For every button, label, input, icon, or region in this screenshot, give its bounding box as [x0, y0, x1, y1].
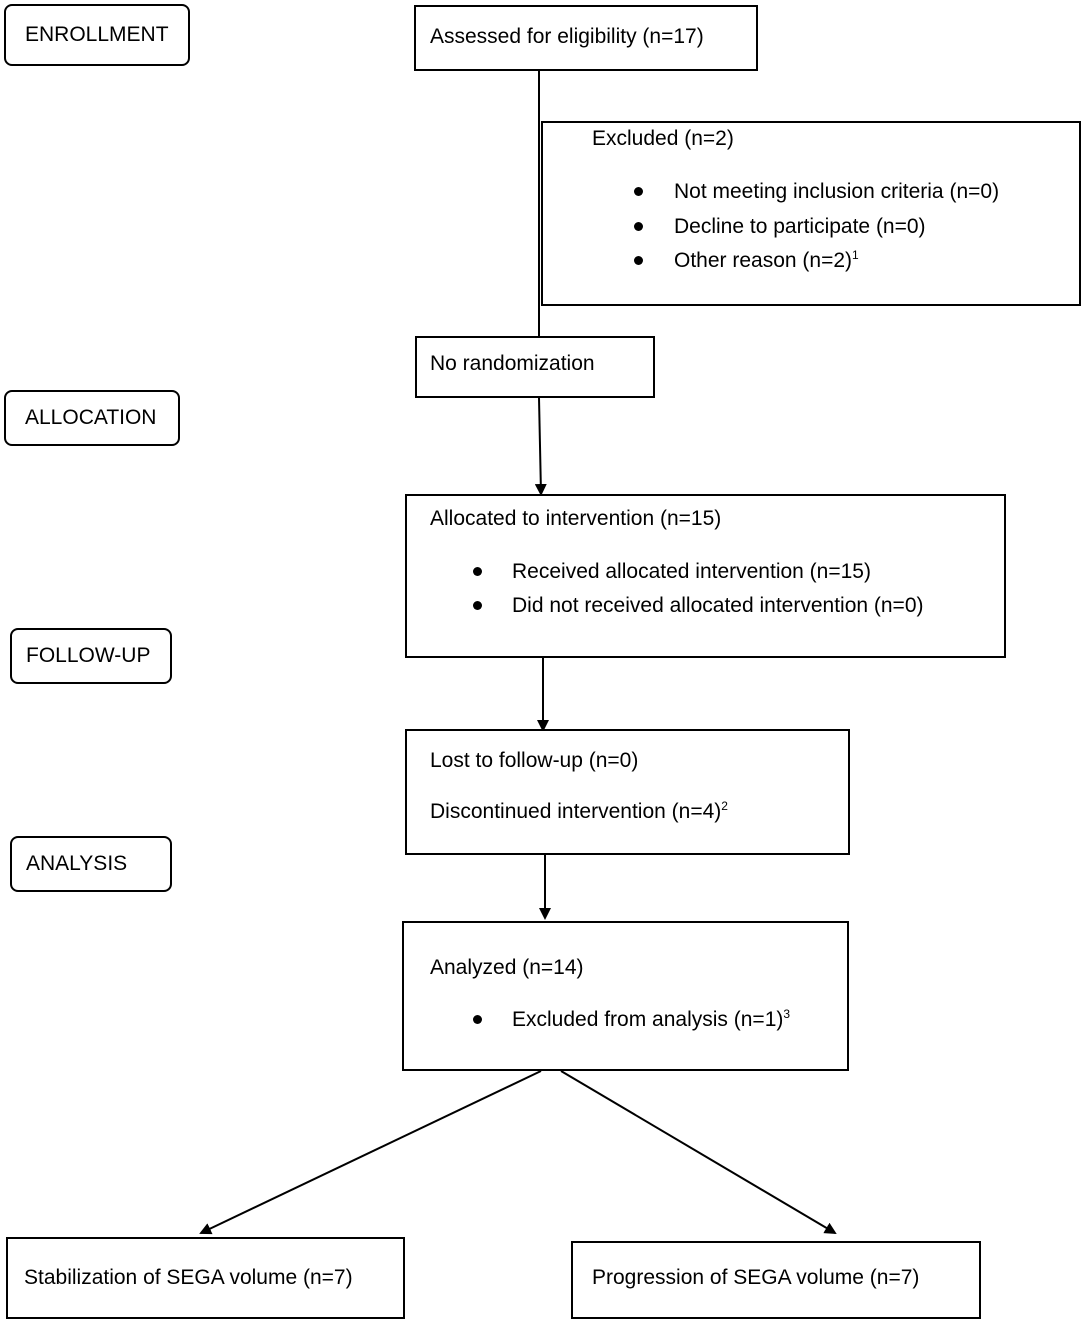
bullet-icon: [634, 256, 643, 265]
stage-allocation: ALLOCATION: [4, 390, 180, 446]
followup-discontinued: Discontinued intervention (n=4)2: [430, 799, 728, 823]
progression-label: Progression of SEGA volume (n=7): [592, 1266, 920, 1289]
followup-discontinued-label: Discontinued intervention (n=4): [430, 800, 722, 823]
analyzed-excluded-label: Excluded from analysis (n=1): [512, 1008, 784, 1031]
assessed-label: Assessed for eligibility (n=17): [430, 25, 704, 48]
analyzed-box: [402, 921, 849, 1071]
arrow-randomization-to-allocated: [534, 397, 547, 496]
allocated-title: Allocated to intervention (n=15): [430, 507, 722, 530]
bullet-icon: [473, 567, 482, 576]
analyzed-excluded: Excluded from analysis (n=1)3: [512, 1007, 791, 1031]
stage-enrollment: ENROLLMENT: [4, 4, 190, 66]
excluded-box: [541, 121, 1081, 306]
allocated-item-not-received: Did not received allocated intervention …: [512, 594, 924, 617]
footnote-marker: 1: [852, 248, 859, 262]
stage-follow-up-label: FOLLOW-UP: [26, 644, 151, 667]
footnote-marker: 2: [721, 799, 728, 813]
assessed-box: [414, 5, 758, 71]
stage-allocation-label: ALLOCATION: [25, 406, 157, 429]
stage-follow-up: FOLLOW-UP: [10, 628, 172, 684]
bullet-icon: [634, 222, 643, 231]
excluded-item-other-label: Other reason (n=2): [674, 249, 853, 272]
bullet-icon: [634, 187, 643, 196]
bullet-icon: [473, 1015, 482, 1024]
followup-box: [405, 729, 850, 855]
stage-analysis: ANALYSIS: [10, 836, 172, 892]
analyzed-title: Analyzed (n=14): [430, 956, 584, 979]
excluded-item-inclusion: Not meeting inclusion criteria (n=0): [674, 180, 1000, 203]
excluded-title: Excluded (n=2): [592, 127, 734, 150]
stage-analysis-label: ANALYSIS: [26, 852, 128, 875]
allocated-item-received: Received allocated intervention (n=15): [512, 560, 871, 583]
stabilization-label: Stabilization of SEGA volume (n=7): [24, 1266, 353, 1289]
followup-lost: Lost to follow-up (n=0): [430, 749, 639, 772]
progression-box: [571, 1241, 981, 1319]
excluded-item-other: Other reason (n=2)1: [674, 248, 859, 272]
arrow-analyzed-to-stabilization: [199, 1070, 542, 1235]
randomization-box: [415, 336, 655, 398]
stage-enrollment-label: ENROLLMENT: [25, 23, 169, 46]
bullet-icon: [473, 601, 482, 610]
excluded-item-decline: Decline to participate (n=0): [674, 215, 926, 238]
arrow-analyzed-to-progression: [560, 1070, 837, 1235]
footnote-marker: 3: [783, 1007, 791, 1021]
allocated-box: [405, 494, 1006, 658]
stabilization-box: [6, 1237, 405, 1319]
randomization-label: No randomization: [430, 352, 595, 375]
